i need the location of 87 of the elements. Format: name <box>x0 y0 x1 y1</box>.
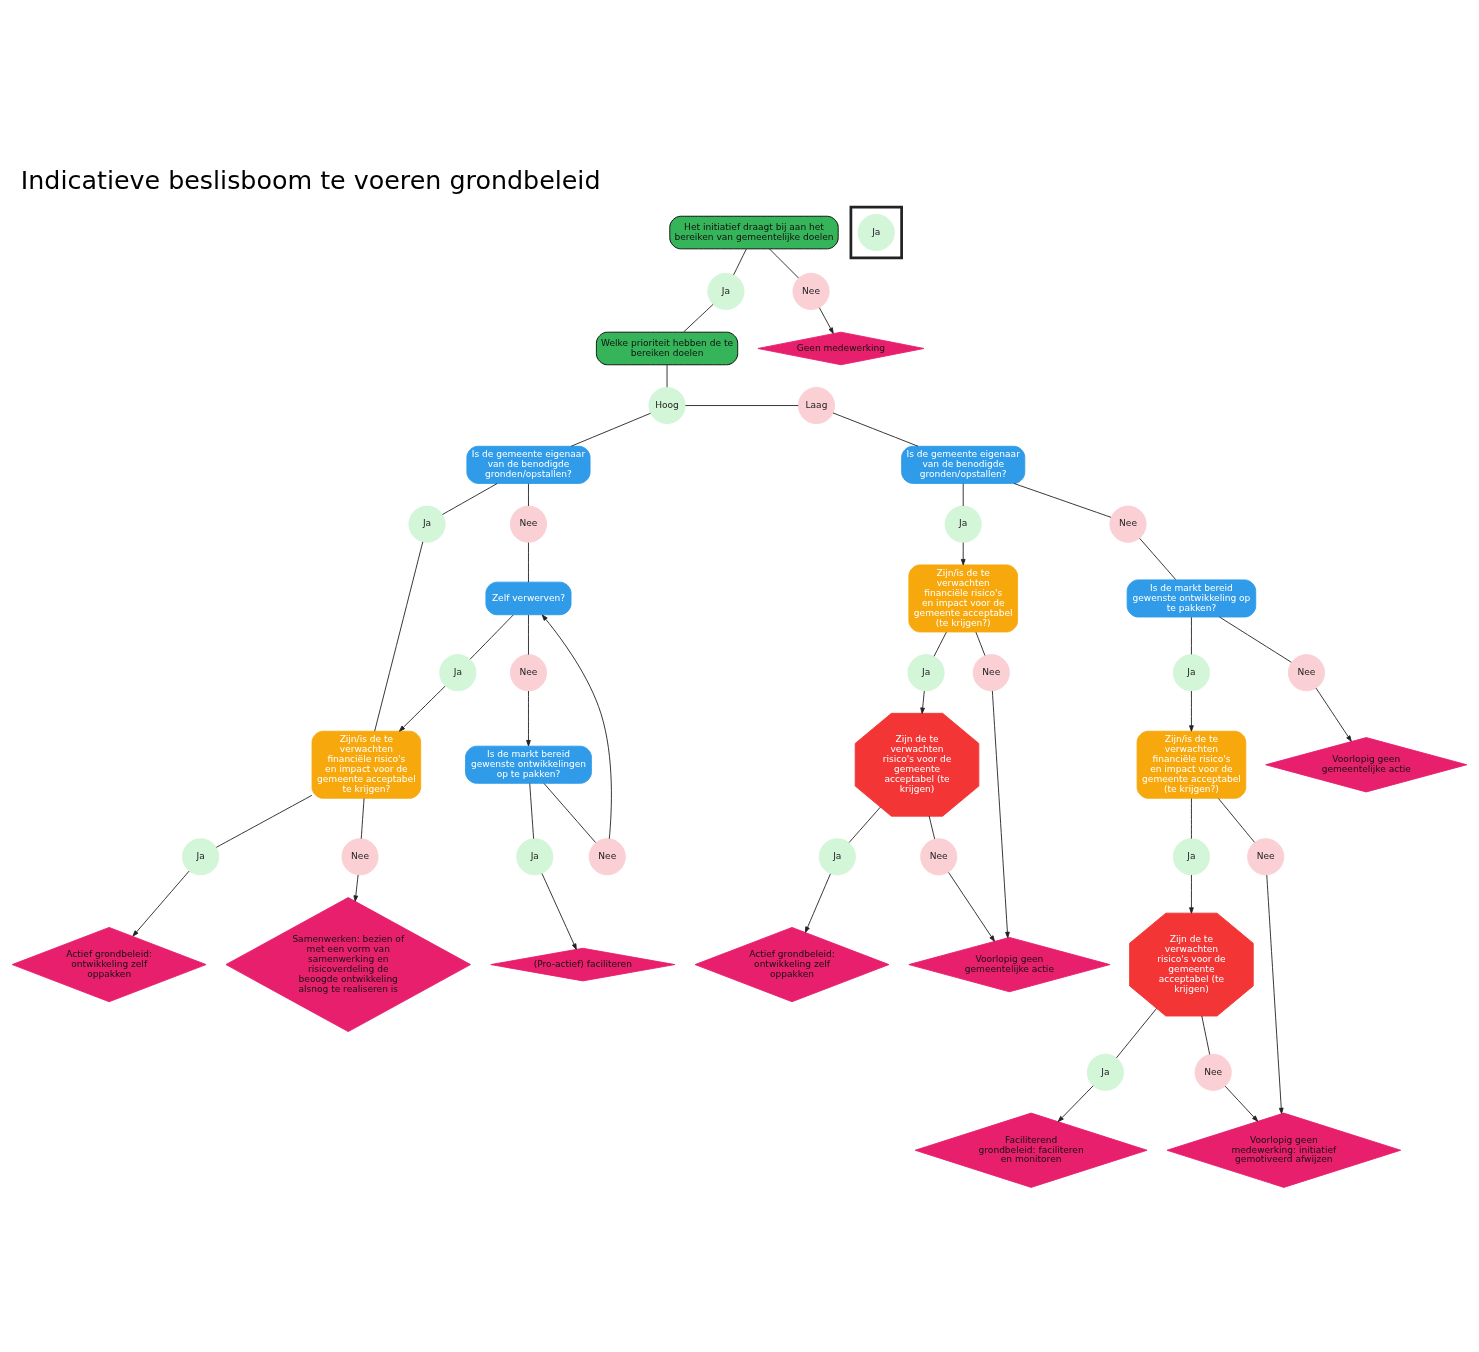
node-circle: Nee <box>792 272 830 310</box>
connector <box>570 412 652 447</box>
connector <box>832 412 919 447</box>
arrow <box>1057 1085 1094 1123</box>
connector <box>469 614 514 660</box>
node-box: Welke prioriteit hebben de te bereiken doelen <box>595 331 739 366</box>
connector <box>733 248 747 276</box>
connector <box>1013 483 1112 518</box>
arrow <box>132 870 190 937</box>
connector <box>666 364 668 388</box>
arrow <box>1189 874 1194 914</box>
connector <box>442 483 498 515</box>
node-circle: Nee <box>1287 654 1326 692</box>
node-circle: Ja <box>516 838 554 876</box>
node-circle: Ja <box>944 505 982 543</box>
connector <box>528 542 529 583</box>
connector <box>1139 537 1177 581</box>
connector <box>1201 1015 1211 1055</box>
connector <box>215 794 313 848</box>
arrow <box>804 873 831 933</box>
connector <box>1115 1008 1157 1059</box>
connector <box>848 806 881 843</box>
node-circle: Nee <box>341 838 379 876</box>
connector <box>543 783 597 843</box>
connector <box>360 798 365 840</box>
arrow <box>399 685 446 732</box>
node-box: Is de gemeente eigenaar van de benodigde gronden/opstallen? <box>901 445 1026 484</box>
connector <box>1219 616 1292 663</box>
connector <box>683 303 714 333</box>
connector <box>529 783 535 840</box>
connector <box>528 614 529 656</box>
connector <box>769 248 799 279</box>
node-circle: Ja <box>907 654 945 692</box>
node-circle: Nee <box>1194 1053 1232 1091</box>
arrow <box>541 873 577 950</box>
node-circle: Ja <box>182 838 220 876</box>
node-circle: Ja <box>857 213 895 252</box>
connector <box>962 483 964 507</box>
node-circle: Ja <box>1172 838 1210 876</box>
node-circle: Ja <box>1086 1053 1124 1091</box>
node-circle: Nee <box>972 654 1010 692</box>
arrow <box>1224 1085 1259 1122</box>
connector <box>528 483 529 507</box>
node-diamond: (Pro-actief) faciliteren <box>490 947 676 982</box>
node-circle: Nee <box>509 654 548 692</box>
arrow <box>948 872 995 942</box>
node-circle: Nee <box>1247 838 1285 876</box>
diagram-title: Indicatieve beslisboom te voeren grondbeleid <box>20 164 601 195</box>
arrow <box>818 307 834 334</box>
node-box: Is de markt bereid gewenste ontwikkeling op te pakken? <box>1126 579 1257 618</box>
node-circle: Nee <box>1109 505 1147 543</box>
node-diamond: Geen medewerking <box>757 331 925 366</box>
node-circle: Ja <box>707 272 745 310</box>
node-circle: Nee <box>920 838 958 876</box>
node-box: Het initiatief draagt bij aan het bereiken van gemeentelijke doelen <box>669 215 839 250</box>
arrow <box>1189 690 1194 732</box>
node-circle: Laag <box>797 386 836 425</box>
node-circle: Ja <box>1172 654 1210 692</box>
node-circle: Ja <box>439 654 477 692</box>
arrow <box>991 690 1010 939</box>
node-box: Zelf verwerven? <box>485 581 572 616</box>
connector <box>374 541 424 732</box>
node-circle: Nee <box>588 838 626 876</box>
node-circle: Nee <box>509 505 548 543</box>
connector <box>684 405 799 406</box>
node-box: Is de markt bereid gewenste ontwikkelingen op te pakken? <box>465 745 592 784</box>
connector <box>1190 616 1192 655</box>
arrow <box>353 874 359 902</box>
arrow <box>526 690 531 747</box>
node-box: Zijn/is de te verwachten financiële risico's en impact voor de gemeente acceptabel (te krijgen?) <box>1136 730 1247 799</box>
connector <box>1190 798 1192 840</box>
connector <box>975 631 986 656</box>
node-box: Zijn/is de te verwachten financiële risico's en impact voor de gemeente acceptabel (te krijgen?) <box>908 564 1018 633</box>
node-circle: Ja <box>408 505 446 543</box>
arrow <box>541 614 612 840</box>
node-box: Zijn/is de te verwachten financiële risico's en impact voor de gemeente acceptabel te krijgen? <box>311 730 422 799</box>
node-circle: Hoog <box>648 386 686 425</box>
connector <box>1218 798 1255 843</box>
node-box: Is de gemeente eigenaar van de benodigde gronden/opstallen? <box>466 445 591 484</box>
connector <box>933 631 947 657</box>
arrow <box>1266 874 1284 1115</box>
arrow <box>1315 687 1352 742</box>
arrow <box>920 690 925 714</box>
cluster <box>849 205 903 260</box>
connector <box>928 815 936 840</box>
node-circle: Ja <box>818 838 856 876</box>
arrow <box>960 542 966 566</box>
